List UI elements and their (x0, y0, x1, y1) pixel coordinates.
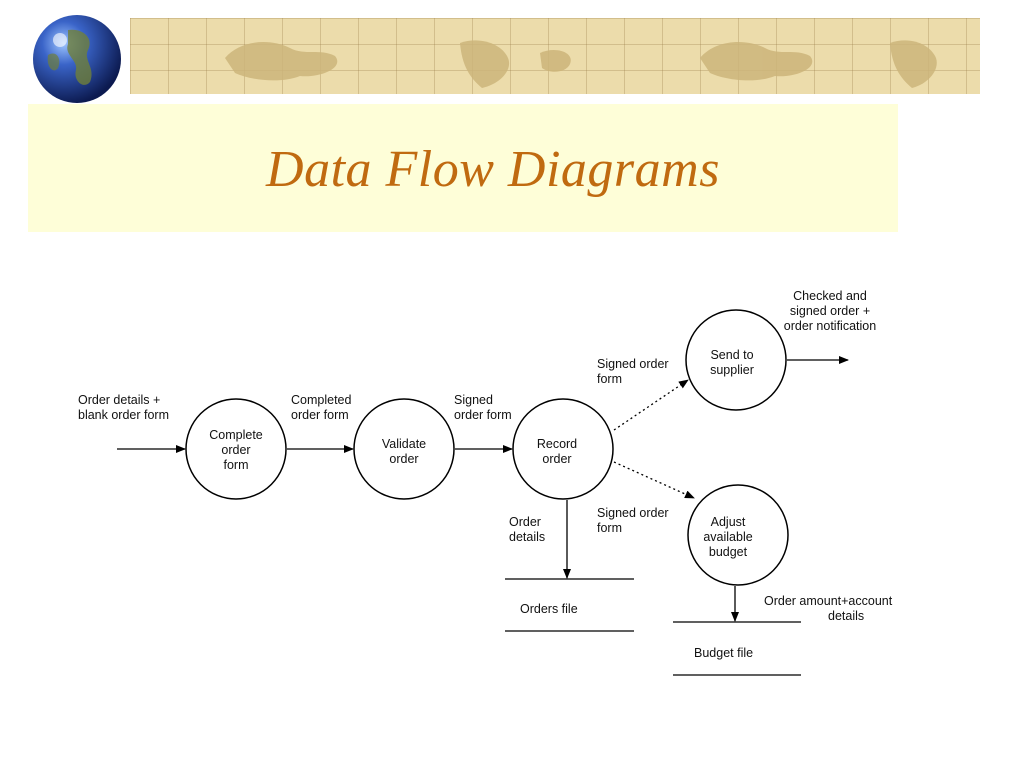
process-send-to-supplier (685, 309, 787, 411)
store-label-orders: Orders file (520, 602, 578, 616)
store-label-budget: Budget file (694, 646, 754, 660)
globe-icon (28, 10, 126, 108)
flow-record-to-adjust (613, 461, 695, 499)
world-map-decoration (225, 40, 937, 88)
process-record-order (512, 398, 614, 500)
flow-record-to-send (613, 379, 689, 431)
page-title: Data Flow Diagrams (266, 141, 720, 198)
title-box: Data Flow Diagrams (28, 104, 898, 232)
process-validate-order (353, 398, 455, 500)
flow-label-order-details-blank-form: Order details +blank order form (78, 393, 170, 422)
process-complete-order-form (185, 398, 287, 500)
process-adjust-available-budget (687, 484, 789, 586)
world-map-banner (130, 18, 980, 94)
